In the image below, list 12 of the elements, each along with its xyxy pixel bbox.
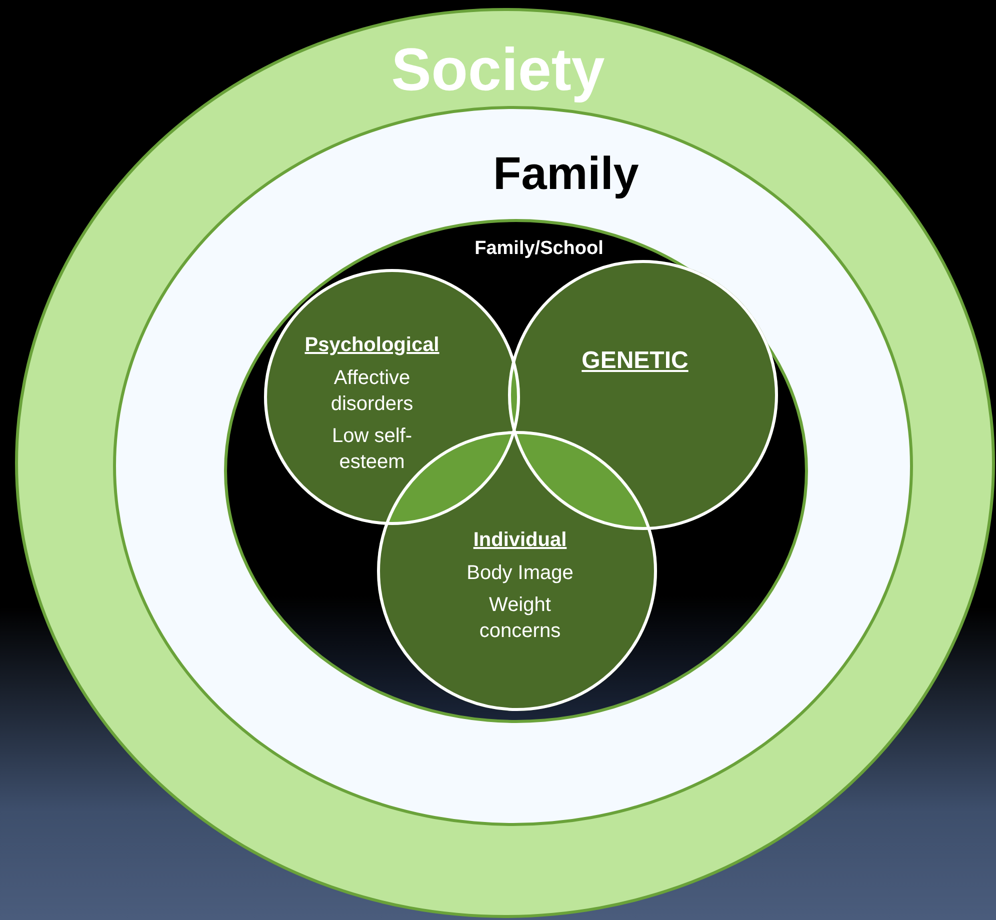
circle-heading: Individual	[472, 529, 568, 552]
ring-title: Society	[390, 35, 606, 104]
circle-text: Low self-esteem	[330, 424, 414, 475]
venn-circle	[508, 260, 778, 530]
ring-title: Family	[492, 147, 640, 200]
venn-circle	[264, 269, 520, 525]
circle-text: Body Image	[466, 561, 574, 586]
ellipse-title: Family/School	[474, 238, 604, 260]
circle-heading: Psychological	[304, 334, 440, 357]
circle-text: Affective disorders	[330, 366, 414, 417]
circle-heading: GENETIC	[580, 347, 690, 375]
circle-text: Weight concerns	[478, 593, 562, 644]
